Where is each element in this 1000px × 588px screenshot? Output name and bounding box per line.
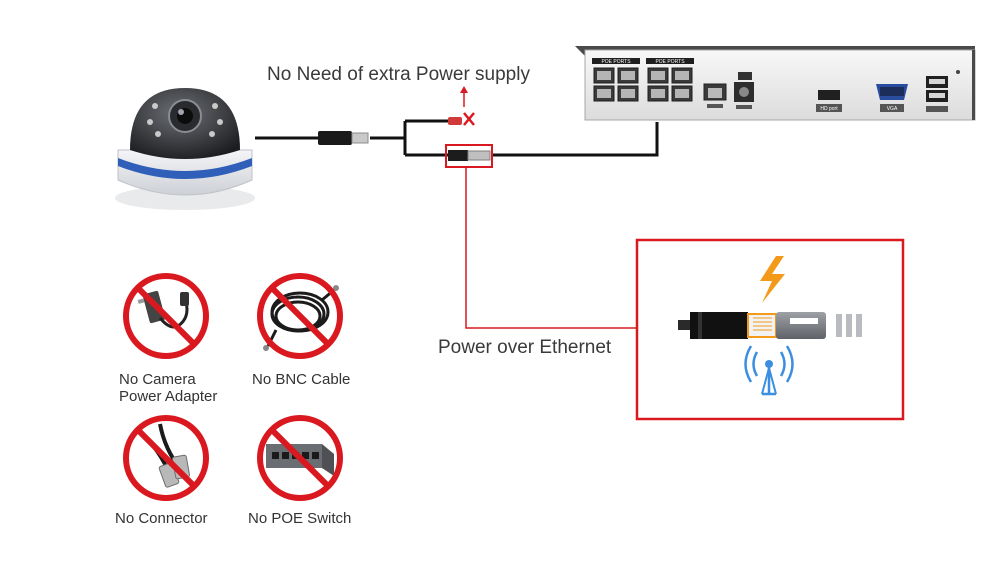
poe-port-socket-7 [651,89,665,98]
no-bnc-cable-sign [257,273,343,359]
hdmi-label: HD port [820,106,838,112]
signal-antenna-icon [744,345,794,396]
usb-ports [926,76,948,112]
dome-camera [115,88,255,210]
no-power-adapter-sign [123,273,209,359]
hdmi-port: HD port [816,90,842,112]
poe-port-socket-4 [675,71,689,80]
callout-line [465,167,637,329]
nvr-recorder: POE PORTS POE PORTS HD port [575,46,976,121]
no-connector-sign [123,415,209,501]
no-extra-power-title: No Need of extra Power supply [267,64,530,85]
poe-port-socket-3 [651,71,665,80]
vga-label: VGA [887,106,898,112]
poe-port-socket-5 [597,89,611,98]
poe-port-socket-8 [675,89,689,98]
no-power-adapter-label: No Camera Power Adapter [119,371,218,405]
no-poe-switch-label: No POE Switch [248,510,352,527]
vga-port: VGA [876,84,908,112]
poe-cable-plug [678,312,862,339]
poe-ports-header-2: POE PORTS [655,59,685,65]
poe-ports-header-1: POE PORTS [601,59,631,65]
power-over-ethernet-label: Power over Ethernet [438,337,612,358]
rj45-junction [445,144,493,168]
poe-detail-panel [635,238,905,421]
no-bnc-cable-label: No BNC Cable [252,371,351,388]
poe-port-socket-2 [621,71,635,80]
dc-in-port [734,72,754,109]
arrow-up-icon [460,86,468,107]
no-poe-switch-sign [257,415,343,501]
lan-port [703,83,727,108]
poe-port-block: POE PORTS POE PORTS [592,58,694,102]
nvr-indicator-led [956,70,960,74]
camera-cable-connector [318,131,369,145]
ethernet-cable-path [255,119,659,157]
poe-port-socket-1 [597,71,611,80]
dc-power-jack [448,117,462,125]
no-connector-label: No Connector [115,510,208,527]
poe-port-socket-6 [621,89,635,98]
forbidden-x-icon [463,112,475,126]
lightning-icon [760,256,785,303]
